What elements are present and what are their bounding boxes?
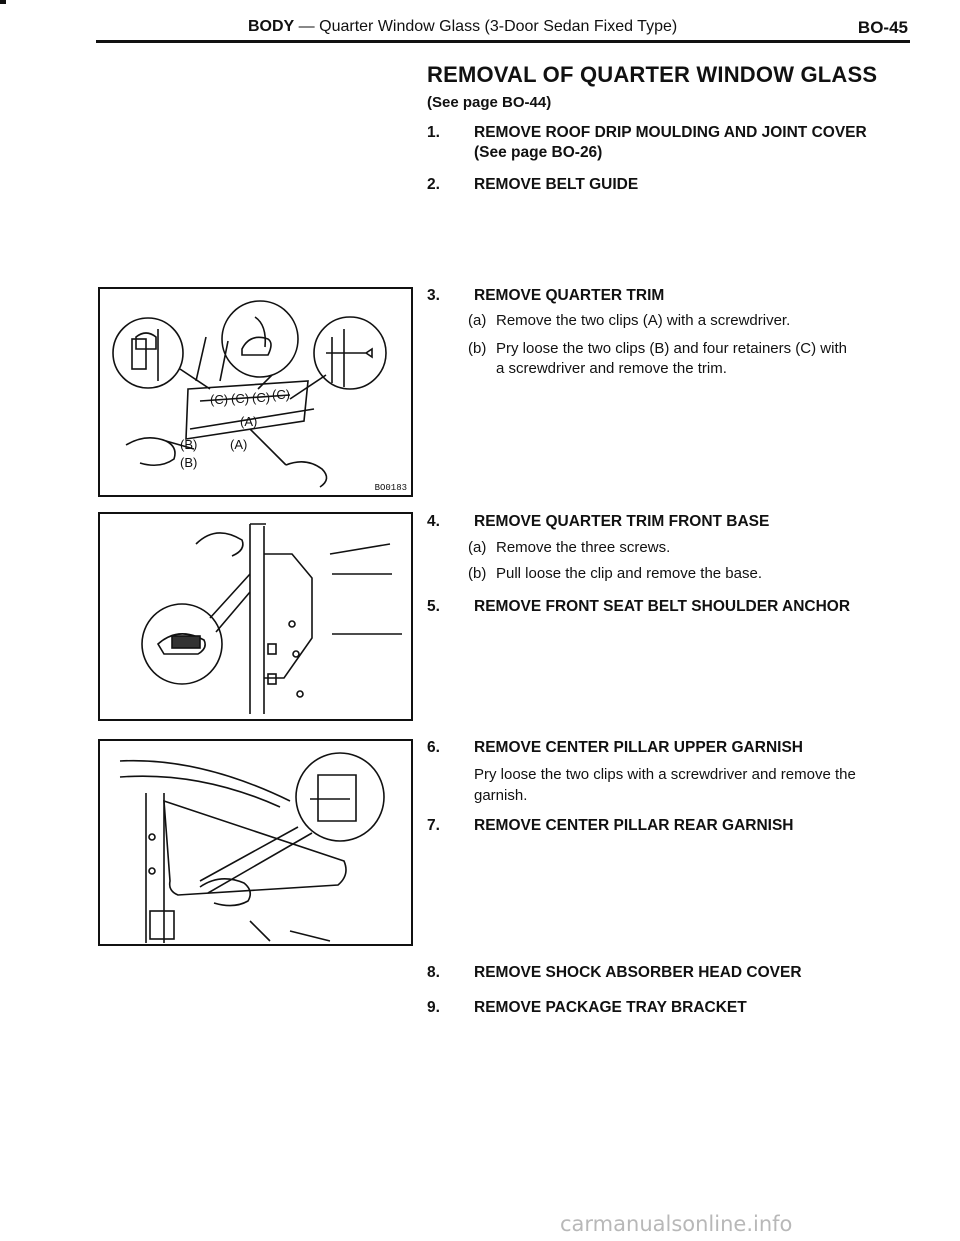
- figure-quarter-trim: (C) (C) (C) (C) (A) (A) (B) (B) BO0183: [98, 287, 413, 497]
- label-c4: (C): [272, 387, 290, 402]
- step-number: 2.: [427, 176, 440, 193]
- step-number: 4.: [427, 513, 440, 530]
- step-2: 2. REMOVE BELT GUIDE: [427, 176, 638, 194]
- step-9: 9. REMOVE PACKAGE TRAY BRACKET: [427, 999, 747, 1017]
- step-text: REMOVE BELT GUIDE: [474, 176, 639, 193]
- step-3: 3. REMOVE QUARTER TRIM: [427, 287, 664, 305]
- step-8: 8. REMOVE SHOCK ABSORBER HEAD COVER: [427, 964, 802, 982]
- figure-center-pillar-garnish: [98, 739, 413, 946]
- step-4: 4. REMOVE QUARTER TRIM FRONT BASE: [427, 513, 769, 531]
- section-title: BODY — Quarter Window Glass (3-Door Seda…: [248, 18, 677, 36]
- center-pillar-garnish-illustration: [119, 752, 385, 943]
- step-number: 9.: [427, 999, 440, 1016]
- label-c1: (C): [210, 392, 228, 407]
- step-text: REMOVE CENTER PILLAR UPPER GARNISH: [474, 739, 803, 756]
- page-title: REMOVAL OF QUARTER WINDOW GLASS: [427, 62, 878, 87]
- step-number: 3.: [427, 287, 440, 304]
- item-label: (a): [468, 312, 487, 329]
- step-5: 5. REMOVE FRONT SEAT BELT SHOULDER ANCHOR: [427, 598, 850, 616]
- page-header: BODY — Quarter Window Glass (3-Door Seda…: [96, 18, 908, 40]
- step-text: REMOVE FRONT SEAT BELT SHOULDER ANCHOR: [474, 598, 851, 615]
- section-bold: BODY: [248, 18, 295, 35]
- step-1: 1. REMOVE ROOF DRIP MOULDING AND JOINT CO…: [427, 124, 867, 142]
- label-c2: (C): [231, 391, 249, 406]
- label-b2: (B): [180, 455, 197, 470]
- step-text: REMOVE ROOF DRIP MOULDING AND JOINT COVE…: [474, 124, 867, 141]
- item-text: Remove the three screws.: [496, 539, 671, 556]
- watermark: carmanualsonline.info: [560, 1212, 793, 1236]
- step-text: REMOVE QUARTER TRIM: [474, 287, 665, 304]
- step-number: 6.: [427, 739, 440, 756]
- step-text: REMOVE CENTER PILLAR REAR GARNISH: [474, 817, 794, 834]
- see-page-reference: (See page BO-44): [427, 94, 552, 111]
- label-b1: (B): [180, 437, 197, 452]
- step-6: 6. REMOVE CENTER PILLAR UPPER GARNISH: [427, 739, 803, 757]
- step-text: REMOVE QUARTER TRIM FRONT BASE: [474, 513, 770, 530]
- step-text: REMOVE SHOCK ABSORBER HEAD COVER: [474, 964, 802, 981]
- page-number: BO-45: [857, 18, 908, 37]
- step-number: 7.: [427, 817, 440, 834]
- item-text: Pull loose the clip and remove the base.: [496, 565, 762, 582]
- step-3-item-b-continued: a screwdriver and remove the trim.: [496, 360, 727, 377]
- step-number: 1.: [427, 124, 440, 141]
- corner-mark: [0, 0, 6, 4]
- figure-code: BO0183: [374, 483, 407, 493]
- item-label: (a): [468, 539, 487, 556]
- step-4-item-a: (a) Remove the three screws.: [468, 539, 670, 556]
- label-a1: (A): [240, 414, 257, 429]
- label-c3: (C): [252, 390, 270, 405]
- label-a2: (A): [230, 437, 247, 452]
- figure-trim-front-base: [98, 512, 413, 721]
- item-text: Pry loose the two clips (B) and four ret…: [496, 340, 847, 357]
- item-label: (b): [468, 565, 487, 582]
- quarter-trim-illustration: (C) (C) (C) (C) (A) (A) (B) (B): [112, 300, 387, 488]
- section-rest: — Quarter Window Glass (3-Door Sedan Fix…: [294, 18, 678, 35]
- step-6-description: Pry loose the two clips with a screwdriv…: [474, 766, 856, 804]
- header-rule: [96, 40, 910, 43]
- step-7: 7. REMOVE CENTER PILLAR REAR GARNISH: [427, 817, 794, 835]
- step-number: 5.: [427, 598, 440, 615]
- item-label: (b): [468, 340, 487, 357]
- step-3-item-a: (a) Remove the two clips (A) with a screw…: [468, 312, 790, 329]
- step-4-item-b: (b) Pull loose the clip and remove the ba…: [468, 565, 762, 582]
- trim-front-base-illustration: [141, 523, 402, 714]
- item-text: Remove the two clips (A) with a screwdri…: [496, 312, 791, 329]
- step-1-reference: (See page BO-26): [474, 144, 603, 161]
- step-text: REMOVE PACKAGE TRAY BRACKET: [474, 999, 747, 1016]
- step-number: 8.: [427, 964, 440, 981]
- step-3-item-b: (b) Pry loose the two clips (B) and four …: [468, 340, 847, 357]
